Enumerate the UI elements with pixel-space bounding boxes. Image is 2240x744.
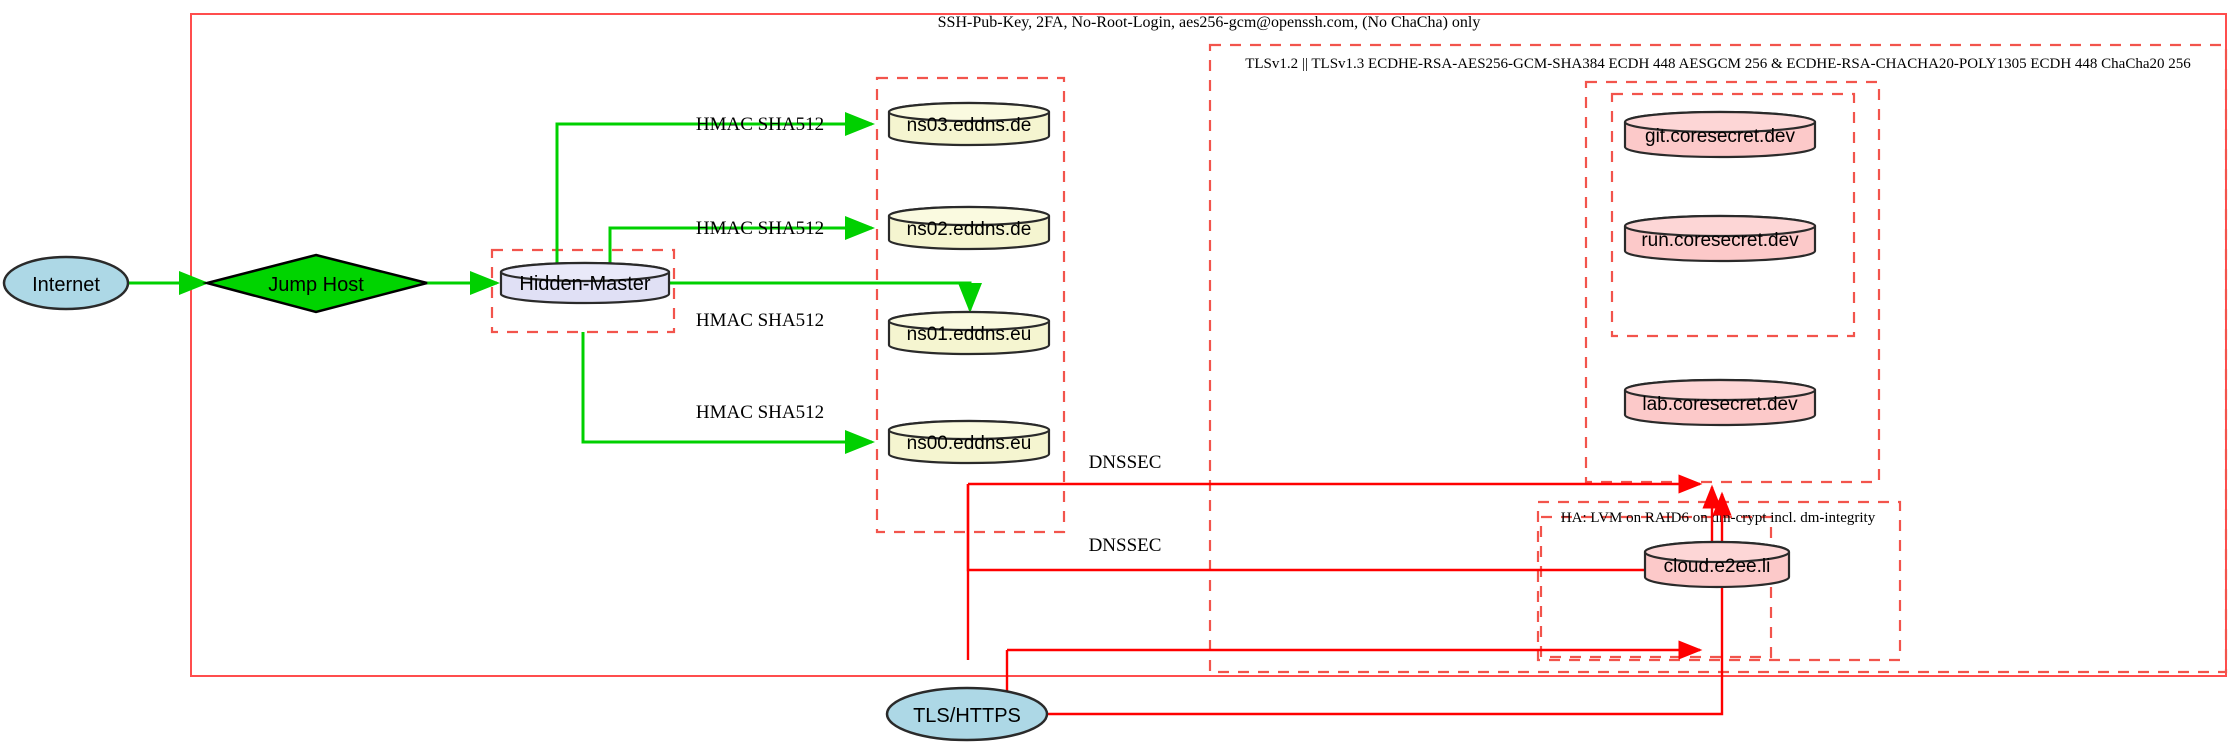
edge-label-hmac-ns02: HMAC SHA512 [696,218,824,239]
node-jump-host-label: Jump Host [268,274,364,296]
edge-tlshttps-to-clusters [1047,660,1724,716]
edge-label-dnssec-lower: DNSSEC [1089,535,1162,556]
node-run-coresecret[interactable]: run.coresecret.dev [1623,214,1817,263]
node-hidden-master-label: Hidden-Master [519,273,651,295]
node-cloud-e2ee-top [1643,540,1791,564]
node-run-coresecret-label: run.coresecret.dev [1641,230,1799,251]
node-ns00-top [887,419,1051,441]
node-ns02-top [887,205,1051,227]
edge-hiddenmaster-to-ns03 [555,112,875,266]
cluster-coresecret-outer-box [1584,80,1881,484]
node-git-coresecret-top [1623,110,1817,134]
node-ns00[interactable]: ns00.eddns.eu [887,419,1051,465]
cluster-cloud-box [1539,515,1773,659]
node-internet[interactable]: Internet [2,255,130,311]
edge-hiddenmaster-to-ns02 [608,216,875,266]
node-git-coresecret[interactable]: git.coresecret.dev [1623,110,1817,159]
node-cloud-e2ee[interactable]: cloud.e2ee.li [1643,540,1791,589]
node-jump-host-shape [202,253,428,314]
cluster-outer-ssh-label: SSH-Pub-Key, 2FA, No-Root-Login, aes256-… [938,14,1481,31]
node-ns01-label: ns01.eddns.eu [907,324,1032,345]
node-tls-https-shape [885,686,1049,742]
node-lab-coresecret-top [1623,378,1817,402]
edge-label-hmac-ns00: HMAC SHA512 [696,402,824,423]
node-lab-coresecret-label: lab.coresecret.dev [1642,394,1798,415]
node-jump-host[interactable]: Jump Host [202,253,428,314]
cluster-tls-box [1208,43,2228,674]
node-ns03-top [887,101,1051,123]
edge-label-dnssec-upper: DNSSEC [1089,452,1162,473]
node-git-coresecret-label: git.coresecret.dev [1645,126,1795,147]
node-internet-label: Internet [32,274,100,296]
node-tls-https[interactable]: TLS/HTTPS [885,686,1049,742]
node-internet-shape [2,255,130,311]
node-lab-coresecret[interactable]: lab.coresecret.dev [1623,378,1817,427]
node-ns03-label: ns03.eddns.de [907,115,1032,136]
node-run-coresecret-top [1623,214,1817,238]
node-ns01[interactable]: ns01.eddns.eu [887,310,1051,356]
cluster-tls-label: TLSv1.2 || TLSv1.3 ECDHE-RSA-AES256-GCM-… [1245,56,2191,72]
node-ns01-top [887,310,1051,332]
edge-dnssec-upper [966,484,1722,572]
edge-label-hmac-ns03: HMAC SHA512 [696,114,824,135]
node-ns02-label: ns02.eddns.de [907,219,1032,240]
node-hidden-master-top [499,261,671,283]
edge-label-hmac-ns01: HMAC SHA512 [696,310,824,331]
node-ns03[interactable]: ns03.eddns.de [887,101,1051,147]
edge-hiddenmaster-to-ns00 [581,332,875,454]
node-ns00-label: ns00.eddns.eu [907,433,1032,454]
node-ns02[interactable]: ns02.eddns.de [887,205,1051,251]
cluster-outer-ssh-box [190,13,2227,677]
node-hidden-master[interactable]: Hidden-Master [499,261,671,305]
cluster-coresecret-inner-box [1610,92,1856,338]
node-cloud-e2ee-label: cloud.e2ee.li [1664,556,1771,577]
edge-hiddenmaster-to-ns01 [666,281,982,313]
cluster-ha-label: HA: LVM on RAID6 on dm-crypt incl. dm-in… [1561,510,1876,526]
node-tls-https-label: TLS/HTTPS [913,705,1021,727]
